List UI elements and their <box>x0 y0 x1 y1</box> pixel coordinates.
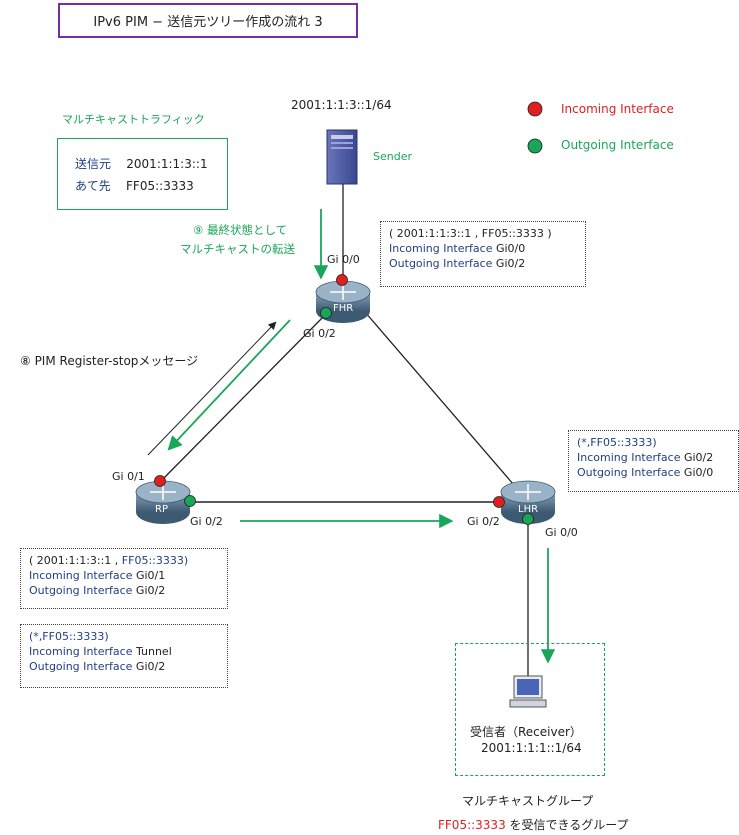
arrow-fhr-rp-traffic <box>167 319 291 451</box>
step9-line2: マルチキャストの転送 <box>180 242 295 256</box>
fhr-mroute-entry: ( 2001:1:1:3::1 , FF05::3333 ) Incoming … <box>380 221 586 287</box>
lhr-mroute-entry: (*,FF05::3333) Incoming Interface Gi0/2 … <box>568 430 739 492</box>
group-label: マルチキャストグループ <box>462 794 594 808</box>
step9-line1: ⑨ 最終状態として <box>193 223 288 237</box>
if-rp-gi01: Gi 0/1 <box>112 470 145 483</box>
if-fhr-gi00: Gi 0/0 <box>327 253 360 266</box>
sender-address: 2001:1:1:3::1/64 <box>291 98 392 112</box>
legend-outgoing-label: Outgoing Interface <box>561 138 674 152</box>
fhr-entry-header: ( 2001:1:1:3::1 , FF05::3333 ) <box>389 227 552 240</box>
group-caption: FF05::3333 を受信できるグループ <box>438 818 629 832</box>
legend-outgoing-dot <box>527 138 543 154</box>
outgoing-dot-rp-gi02 <box>184 495 196 507</box>
page-title: IPv6 PIM − 送信元ツリー作成の流れ 3 <box>58 3 358 38</box>
router-label-rp: RP <box>155 504 168 515</box>
incoming-dot-lhr-gi02 <box>493 496 505 508</box>
if-rp-gi02: Gi 0/2 <box>190 515 223 528</box>
rp-sg-mroute-entry: ( 2001:1:1:3::1 , FF05::3333) Incoming I… <box>20 548 228 609</box>
incoming-dot-fhr-gi00 <box>336 274 348 286</box>
router-icon-lhr <box>500 480 556 524</box>
router-label-lhr: LHR <box>518 504 539 515</box>
legend-incoming-label: Incoming Interface <box>561 102 674 116</box>
receiver-address: 2001:1:1:1::1/64 <box>481 741 582 755</box>
router-label-fhr: FHR <box>333 303 354 314</box>
traffic-src: 送信元 2001:1:1:3::1 <box>75 157 208 171</box>
incoming-dot-rp-gi01 <box>154 475 166 487</box>
sender-label: Sender <box>373 150 412 163</box>
rp-star-mroute-entry: (*,FF05::3333) Incoming Interface Tunnel… <box>20 624 228 688</box>
if-lhr-gi00: Gi 0/0 <box>545 526 578 539</box>
legend-incoming-dot <box>527 101 543 117</box>
if-fhr-gi02: Gi 0/2 <box>303 327 336 340</box>
pc-icon <box>509 675 547 708</box>
receiver-group-box <box>455 643 605 776</box>
link-fhr-lhr <box>364 311 521 493</box>
router-icon-rp <box>135 480 191 524</box>
receiver-label: 受信者（Receiver） <box>470 725 582 739</box>
step8-label: ⑧ PIM Register-stopメッセージ <box>20 354 199 368</box>
rp-sg-entry-header: ( 2001:1:1:3::1 , FF05::3333) <box>29 554 189 567</box>
lhr-entry-header: (*,FF05::3333) <box>577 436 657 449</box>
traffic-heading: マルチキャストトラフィック <box>62 113 205 126</box>
server-icon <box>326 129 358 185</box>
outgoing-dot-lhr-gi00 <box>522 513 534 525</box>
traffic-box: 送信元 2001:1:1:3::1 あて先 FF05::3333 <box>57 138 228 210</box>
arrow-step8 <box>147 321 277 456</box>
outgoing-dot-fhr-gi02 <box>320 307 332 319</box>
if-lhr-gi02: Gi 0/2 <box>467 515 500 528</box>
link-fhr-rp <box>159 309 331 483</box>
rp-star-entry-header: (*,FF05::3333) <box>29 630 109 643</box>
traffic-dst: あて先 FF05::3333 <box>75 179 194 193</box>
